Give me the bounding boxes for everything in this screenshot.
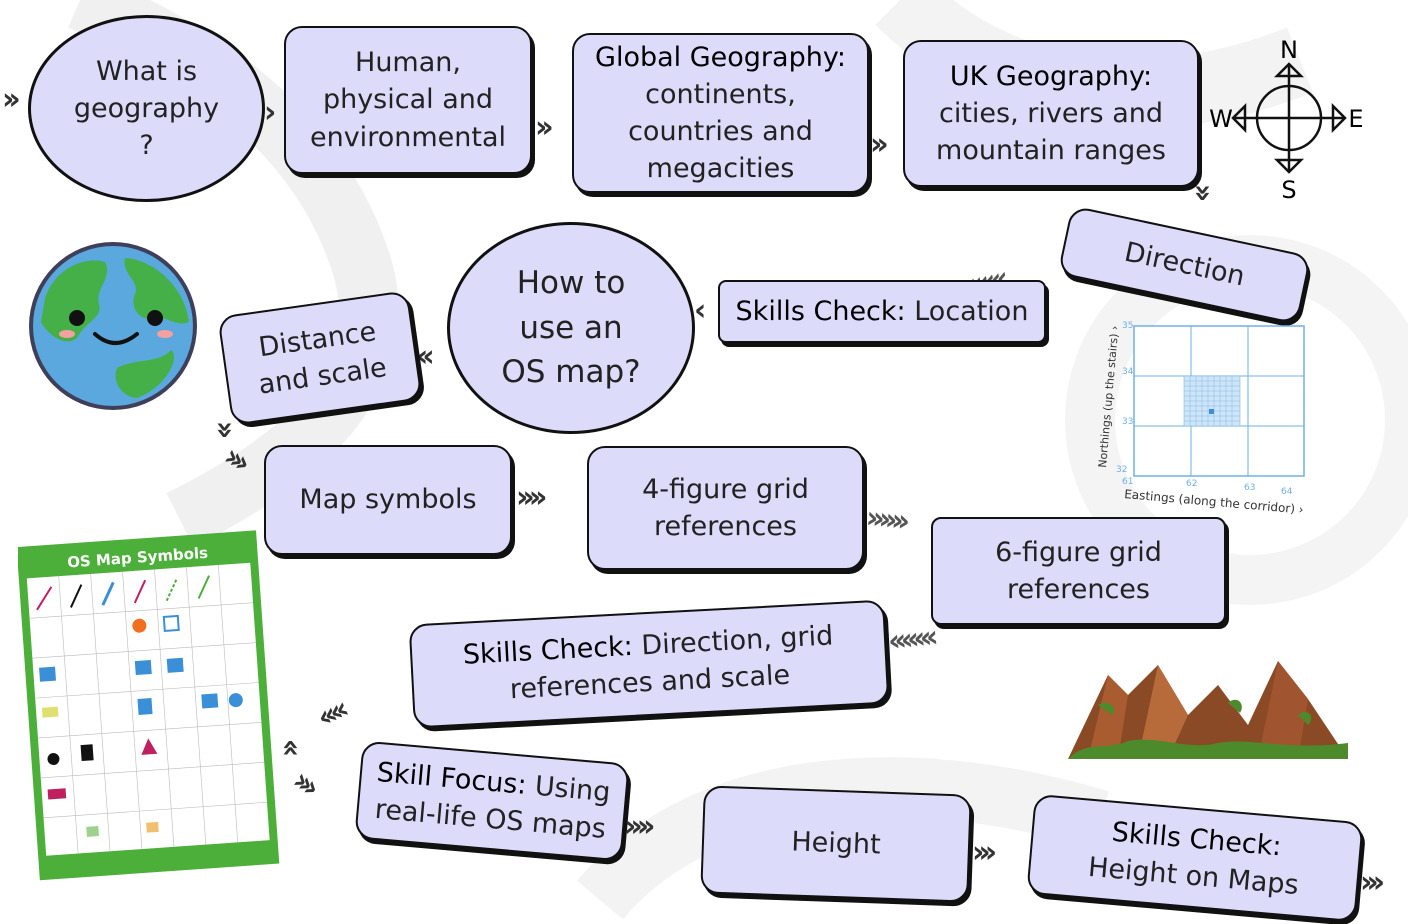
flow-arrows: ›› (2, 82, 21, 117)
compass-icon: N S W E (1209, 36, 1363, 204)
os-map-symbols-poster: OS Map Symbols (18, 530, 280, 881)
node-six-figure[interactable]: 6-figure grid references (931, 517, 1226, 625)
node-height-label: Height (790, 826, 882, 861)
node-skill-focus-content: Skill Focus: Using real-life OS maps (369, 753, 615, 848)
node-how-os-map-label: How to use an OS map? (501, 264, 641, 391)
node-global-geography-text: continents, countries and megacities (628, 78, 813, 185)
node-uk-geography-text: cities, rivers and mountain ranges (936, 97, 1166, 167)
grid-ytick-32: 32 (1116, 465, 1127, 475)
grid-ytick-33: 33 (1122, 417, 1133, 427)
node-map-symbols-label: Map symbols (299, 484, 477, 516)
earth-icon (29, 242, 197, 410)
node-skill-focus-title: Skill Focus: (375, 756, 528, 801)
flow-arrows: ›››››› (864, 500, 906, 539)
node-six-figure-label: 6-figure grid references (995, 536, 1162, 605)
flow-arrows: ›››› (516, 480, 548, 515)
node-height[interactable]: Height (700, 785, 972, 903)
grid-xlabel: Eastings (along the corridor) › (1124, 487, 1304, 517)
node-direction-label: Direction (1121, 237, 1248, 293)
node-global-geography-title: Global Geography: (595, 41, 846, 73)
flow-arrows: ›› (535, 110, 554, 145)
grid-ytick-35: 35 (1122, 321, 1133, 331)
grid-ytick-34: 34 (1122, 367, 1134, 377)
grid-xtick-64: 64 (1281, 487, 1293, 497)
node-skills-location-title: Skills Check: (735, 295, 906, 327)
mountains-icon (1068, 661, 1348, 759)
flow-arrows: ‹‹‹‹‹‹‹ (886, 619, 935, 660)
node-four-figure[interactable]: 4-figure grid references (587, 446, 864, 570)
node-global-geography[interactable]: Global Geography: continents, countries … (572, 33, 869, 193)
compass-s-label: S (1281, 176, 1296, 204)
grid-reference-chart: 35 34 33 32 61 62 63 64 Eastings (along … (1096, 321, 1305, 517)
node-map-symbols[interactable]: Map symbols (264, 445, 512, 555)
compass-n-label: N (1280, 36, 1298, 64)
flow-arrows: › (264, 95, 277, 130)
grid-ylabel: Northings (up the stairs) › (1096, 325, 1121, 468)
compass-e-label: E (1348, 105, 1363, 133)
node-distance-scale-label: Distance and scale (256, 315, 389, 401)
grid-xtick-62: 62 (1186, 479, 1197, 489)
node-uk-geography[interactable]: UK Geography: cities, rivers and mountai… (903, 40, 1199, 187)
grid-xtick-63: 63 (1244, 483, 1255, 493)
node-skills-location[interactable]: Skills Check: Location (718, 280, 1046, 343)
flow-arrows: ›› (870, 127, 889, 162)
compass-w-label: W (1209, 105, 1233, 133)
node-four-figure-label: 4-figure grid references (642, 473, 809, 542)
node-skills-direction-content: Skills Check: Direction, grid references… (457, 617, 840, 711)
node-skills-direction-title: Skills Check: (462, 630, 634, 671)
flow-arrows: ›› (1185, 183, 1221, 197)
node-what-is-geography-label: What is geography ? (73, 55, 220, 162)
grid-xtick-61: 61 (1122, 477, 1133, 487)
node-human-physical[interactable]: Human, physical and environmental (284, 26, 532, 174)
flow-arrows: ››› (1360, 865, 1385, 900)
flow-arrows: ›› (207, 420, 243, 434)
node-human-physical-label: Human, physical and environmental (309, 47, 506, 153)
node-skills-height-content: Skills Check: Height on Maps (1062, 810, 1328, 907)
node-skills-location-text: Location (914, 295, 1029, 327)
flow-arrows: ‹ (694, 293, 707, 328)
node-what-is-geography[interactable]: What is geography ? (28, 15, 265, 202)
flow-arrows: ››› (972, 835, 997, 870)
flow-arrows: ›››› (624, 809, 656, 844)
node-how-os-map[interactable]: How to use an OS map? (447, 222, 695, 434)
node-uk-geography-title: UK Geography: (949, 60, 1153, 92)
